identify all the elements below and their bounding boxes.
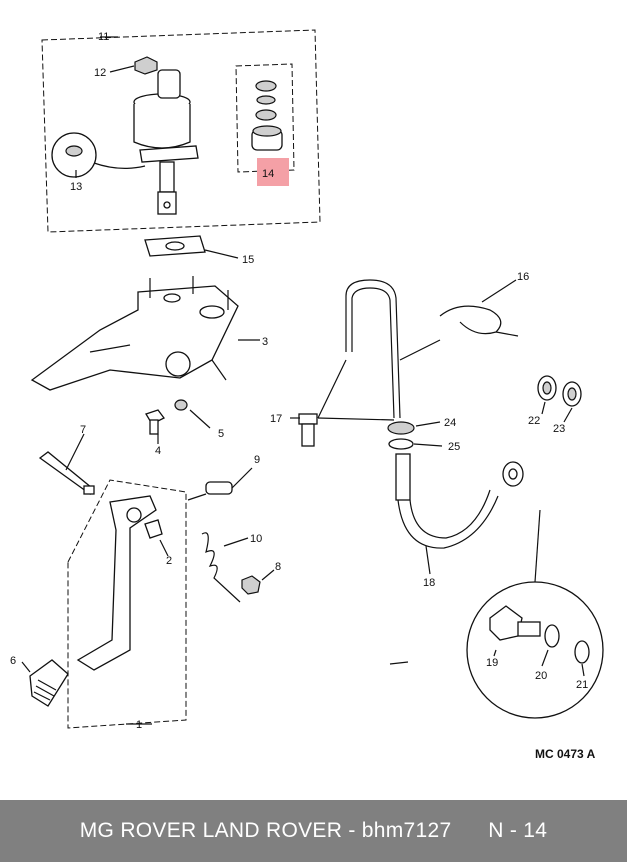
banjo-bolt-detail xyxy=(466,509,604,719)
callout-13: 13 xyxy=(70,181,82,193)
callout-6: 6 xyxy=(10,655,16,667)
callout-3: 3 xyxy=(262,336,268,348)
clutch-pipe xyxy=(345,279,519,419)
callout-17: 17 xyxy=(270,413,282,425)
footer-caption: MG ROVER LAND ROVER - bhm7127 N - 14 xyxy=(79,819,548,842)
callout-labels: 11 12 13 14 15 3 5 4 7 9 2 10 8 6 1 16 1… xyxy=(10,31,596,761)
pivot-pin xyxy=(38,451,95,496)
callout-10: 10 xyxy=(250,533,262,545)
callout-1: 1 xyxy=(136,719,142,731)
footer-part-number: bhm7127 xyxy=(361,819,452,842)
callout-19: 19 xyxy=(486,657,498,669)
pedal-bracket xyxy=(30,276,239,391)
footer-brand: MG ROVER LAND ROVER xyxy=(79,819,343,842)
callout-7: 7 xyxy=(80,424,86,436)
callout-2: 2 xyxy=(166,555,172,567)
callout-20: 20 xyxy=(535,670,547,682)
callout-12: 12 xyxy=(94,67,106,79)
return-spring xyxy=(201,532,241,603)
callout-25: 25 xyxy=(448,441,460,453)
callout-24: 24 xyxy=(444,417,456,429)
washer-pair-detail xyxy=(537,375,582,407)
callout-14: 14 xyxy=(262,168,274,180)
callout-23: 23 xyxy=(553,423,565,435)
spring-washer xyxy=(174,399,188,411)
highlight-14 xyxy=(257,158,289,186)
callout-18: 18 xyxy=(423,577,435,589)
pipe-union xyxy=(298,413,318,447)
footer-bar: MG ROVER LAND ROVER - bhm7127 N - 14 xyxy=(0,800,627,862)
bracket-bolt xyxy=(145,409,165,435)
callout-4: 4 xyxy=(155,445,161,457)
callout-15: 15 xyxy=(242,254,254,266)
pedal-nut xyxy=(241,575,261,595)
callout-5: 5 xyxy=(218,428,224,440)
callout-8: 8 xyxy=(275,561,281,573)
footer-ref: N - 14 xyxy=(488,819,548,842)
flexible-hose xyxy=(395,453,524,549)
clutch-pedal-exploded-diagram: 11 12 13 14 15 3 5 4 7 9 2 10 8 6 1 16 1… xyxy=(10,29,604,761)
callout-16: 16 xyxy=(517,271,529,283)
clutch-pedal xyxy=(29,479,187,729)
callout-11: 11 xyxy=(98,31,109,43)
hose-washer xyxy=(388,438,414,450)
leader-lines xyxy=(21,36,585,725)
gasket xyxy=(144,235,206,257)
callout-22: 22 xyxy=(528,415,540,427)
reference-code: MC 0473 A xyxy=(535,747,596,761)
clevis-pin xyxy=(187,481,233,501)
hose-nut xyxy=(387,421,415,435)
callout-21: 21 xyxy=(576,679,588,691)
callout-9: 9 xyxy=(254,454,260,466)
master-cylinder-group xyxy=(41,29,321,233)
